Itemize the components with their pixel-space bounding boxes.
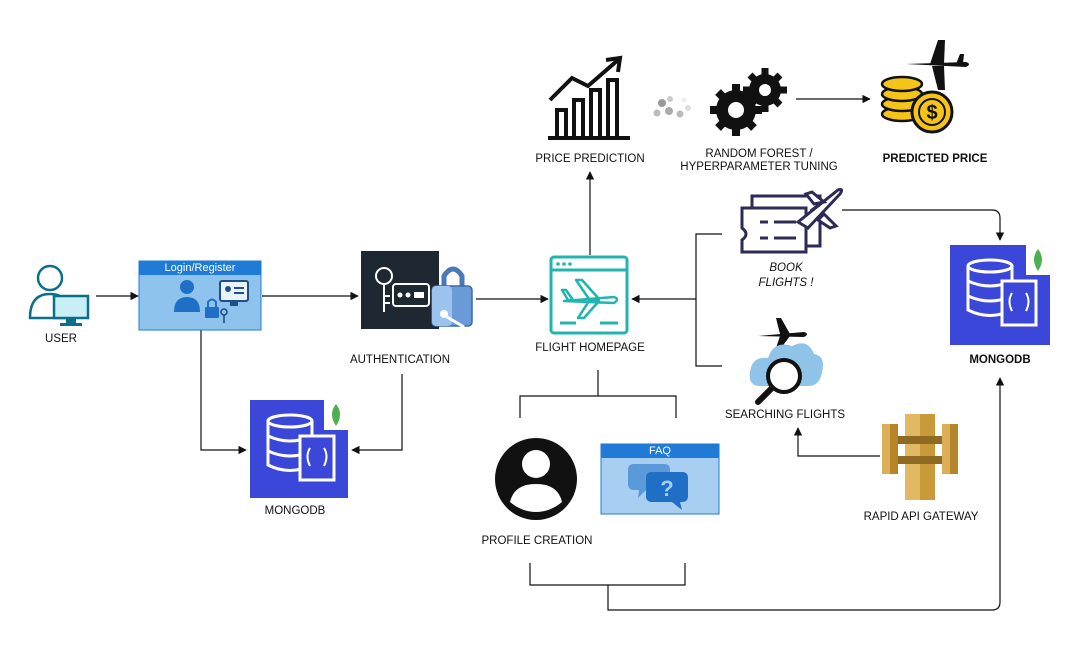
trend-chart-icon — [548, 55, 630, 140]
mongodb-right-label: MONGODB — [969, 354, 1031, 366]
searching-flights-label: SEARCHING FLIGHTS — [724, 409, 846, 421]
price-prediction-label: PRICE PREDICTION — [535, 153, 645, 165]
user-label: USER — [45, 333, 77, 345]
search-cloud-icon[interactable] — [749, 318, 823, 405]
rapid-api-label: RAPID API GATEWAY — [863, 511, 979, 523]
svg-text:$: $ — [926, 102, 937, 124]
mongodb-right-icon — [950, 245, 1050, 345]
gears-icon — [710, 68, 787, 136]
login-register-box[interactable] — [138, 260, 262, 331]
connector-auth-to-mongodb — [351, 374, 403, 455]
api-gateway-icon — [882, 414, 958, 500]
login-register-icon — [174, 280, 249, 323]
connector-bottom-to-mongodb — [607, 377, 1005, 611]
authentication-label: AUTHENTICATION — [349, 354, 451, 366]
user-computer-icon — [28, 264, 90, 326]
connector-login-to-mongodb — [200, 330, 247, 455]
key-lock-icon — [361, 251, 473, 329]
connector-bracket-profile-faq — [519, 395, 677, 418]
plane-coins-icon: $ — [880, 40, 969, 134]
connector-bracket-bottom — [529, 563, 686, 586]
random-forest-label-line2: HYPERPARAMETER TUNING — [680, 161, 838, 173]
book-flights-label-line1: BOOK — [769, 262, 803, 274]
flight-homepage-icon[interactable] — [549, 255, 629, 335]
connectors — [96, 94, 1005, 611]
random-forest-label-line1: RANDOM FOREST / — [705, 148, 813, 160]
faq-box[interactable]: ? — [600, 443, 720, 515]
connector-api-to-search — [793, 427, 880, 457]
faq-title: FAQ — [648, 445, 671, 457]
svg-text:?: ? — [660, 476, 673, 501]
connector-bracket-book-search — [695, 233, 722, 367]
flight-homepage-label: FLIGHT HOMEPAGE — [535, 342, 645, 354]
profile-creation-label: PROFILE CREATION — [481, 535, 593, 547]
flight-ticket-icon[interactable] — [740, 188, 844, 254]
predicted-price-label: PREDICTED PRICE — [882, 153, 988, 165]
login-register-title: Login/Register — [164, 262, 236, 274]
faq-bubbles-icon: ? — [628, 464, 688, 510]
profile-avatar-icon[interactable] — [495, 438, 577, 520]
mongodb-left-icon — [250, 400, 348, 498]
mongodb-left-label: MONGODB — [264, 505, 326, 517]
connector-book-to-mongodb — [842, 209, 1005, 241]
loading-spinner-icon — [653, 96, 691, 118]
book-flights-label-line2: FLIGHTS ! — [758, 277, 814, 289]
